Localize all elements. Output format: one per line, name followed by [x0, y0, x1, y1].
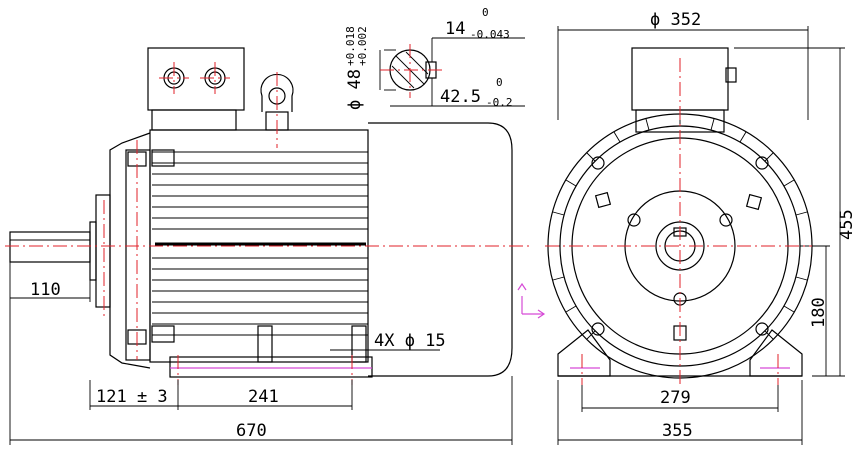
side-view: [5, 47, 530, 385]
dim-base-width: 355: [662, 421, 693, 441]
end-dimension-lines: [557, 26, 845, 445]
dim-shaft-length: 110: [30, 280, 61, 300]
shaft-diameter: ϕ 48: [345, 69, 365, 110]
dimension-labels: 110 121 ± 3 241 670 4X ϕ 15 ϕ 48 +0.018 …: [30, 6, 854, 441]
dim-flange-dia: ϕ 352: [650, 10, 701, 30]
shaft-diameter-label: ϕ 48 +0.018 +0.002: [344, 26, 369, 110]
dim-shaft-to-foot: 121 ± 3: [96, 387, 168, 407]
dim-foot-width: 279: [660, 388, 691, 408]
side-dimension-lines: [9, 262, 513, 445]
cooling-fins: [152, 151, 368, 336]
dim-center-height: 180: [809, 297, 829, 328]
key-depth: 42.5: [440, 87, 481, 107]
key-depth-tol-upper: 0: [496, 76, 503, 89]
key-width-tol-lower: -0.043: [470, 28, 510, 41]
shaft-cross-section: [379, 37, 525, 107]
dim-foot-holes: 4X ϕ 15: [374, 331, 446, 351]
key-width: 14: [445, 19, 465, 39]
dim-overall-height: 455: [837, 209, 854, 240]
shaft-tol-lower: +0.002: [356, 26, 369, 66]
key-width-tol-upper: 0: [482, 6, 489, 19]
key-depth-tol-lower: -0.2: [486, 96, 513, 109]
shaft-tol-upper: +0.018: [344, 26, 357, 66]
dim-overall-length: 670: [236, 421, 267, 441]
end-view: [545, 47, 815, 385]
axis-marker: [517, 282, 546, 319]
dim-foot-spacing: 241: [248, 387, 279, 407]
